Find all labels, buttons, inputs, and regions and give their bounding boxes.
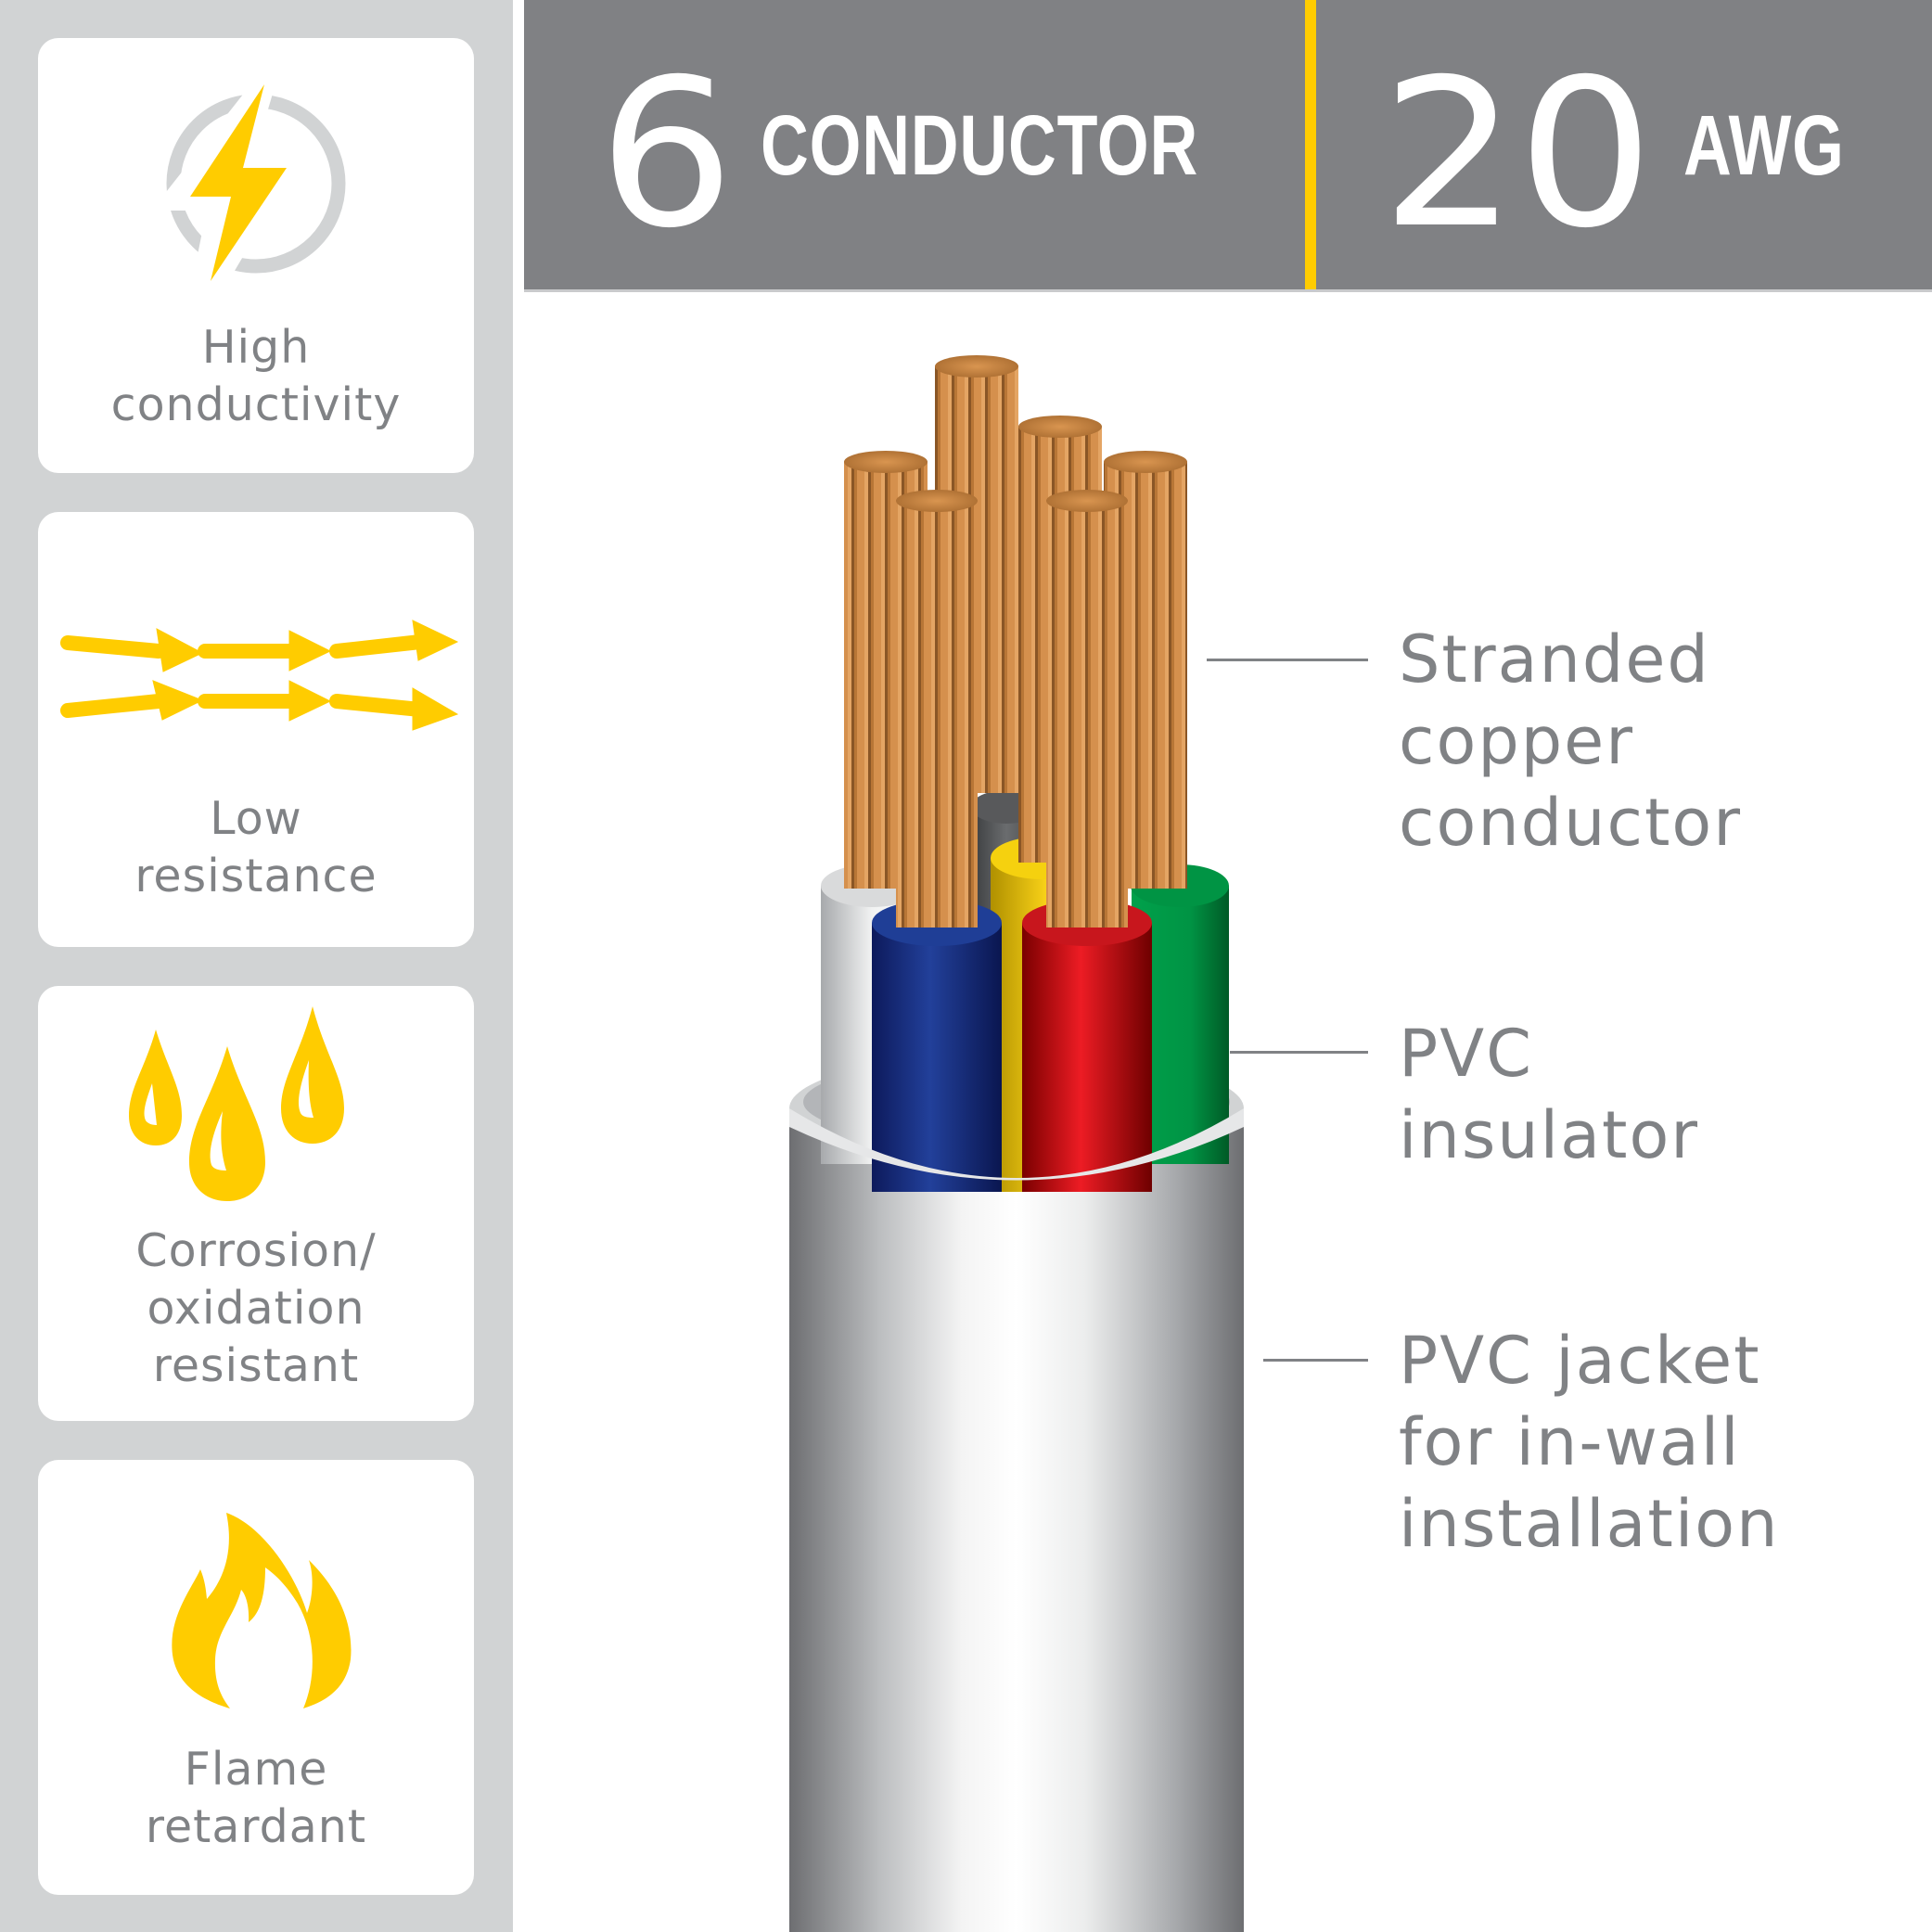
feature-card-flame: Flame retardant (38, 1460, 474, 1895)
copper-conductor (896, 501, 978, 928)
red-insulator (1022, 923, 1152, 1192)
blue-insulator (872, 923, 1002, 1192)
feature-label: Low resistance (134, 792, 377, 902)
leader-line-jacket (1263, 1359, 1368, 1362)
feature-sidebar: High conductivity Low resistance (0, 0, 513, 1932)
cable-diagram: Stranded copper conductor PVC insulator … (519, 292, 1932, 1932)
callout-pvc-jacket: PVC jacket for in-wall installation (1399, 1323, 1780, 1562)
cable-cross-section-illustration (789, 355, 1244, 1932)
feature-label: High conductivity (110, 321, 402, 431)
leader-line-insulator (1230, 1051, 1368, 1054)
gauge-unit: AWG (1683, 98, 1845, 193)
feature-card-resistance: Low resistance (38, 512, 474, 947)
copper-conductor (1046, 501, 1128, 928)
leader-line-conductor (1207, 659, 1368, 661)
feature-card-corrosion: Corrosion/ oxidation resistant (38, 986, 474, 1421)
feature-label: Corrosion/ oxidation resistant (135, 1224, 377, 1392)
spec-header: 6 CONDUCTOR 20 AWG (524, 0, 1932, 292)
pvc-jacket (789, 1108, 1244, 1932)
feature-card-conductivity: High conductivity (38, 38, 474, 473)
lightning-bolt-icon (151, 76, 346, 298)
feature-label: Flame retardant (145, 1743, 367, 1853)
wire-gauge: 20 (1381, 35, 1654, 273)
droplets-icon (129, 1006, 344, 1201)
header-divider (1305, 0, 1316, 289)
callout-stranded-copper: Stranded copper conductor (1399, 621, 1743, 861)
flame-icon (172, 1513, 352, 1708)
conductor-label: CONDUCTOR (761, 98, 1199, 193)
arrows-flow-icon (60, 620, 459, 731)
conductor-count: 6 (598, 35, 735, 273)
callout-pvc-insulator: PVC insulator (1399, 1016, 1700, 1173)
